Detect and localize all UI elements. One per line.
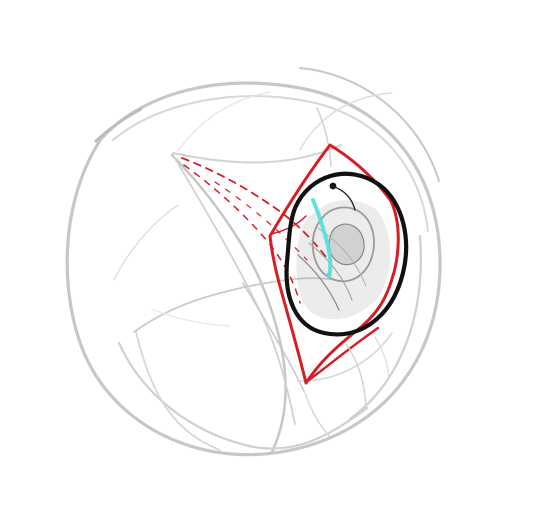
- red-lower-lid-line: [304, 326, 380, 384]
- iris-shadow-hatch-2: [308, 242, 353, 301]
- lower-socket-curve: [117, 341, 369, 450]
- iris-inner-ring: [311, 206, 375, 283]
- cyan-guide-line: [311, 198, 333, 278]
- iris-shadow-hatch-1: [297, 254, 340, 311]
- red-dashed-guide-bottom: [183, 164, 301, 304]
- faint-mark-3: [374, 336, 390, 379]
- front-face-curve: [170, 153, 287, 454]
- upper-right-guide: [299, 92, 393, 151]
- sphere-outline-stroke-1: [65, 81, 442, 457]
- sphere-left-overstroke: [94, 107, 143, 143]
- red-dashed-guide-top: [181, 157, 327, 258]
- upper-right-guide-2: [316, 107, 332, 167]
- faint-mark-1: [345, 343, 367, 410]
- faint-mark-4: [151, 308, 231, 327]
- cyan-guide-group: [311, 198, 333, 278]
- sphere-outline-stroke-2: [112, 95, 429, 232]
- horizontal-mid-curve: [133, 277, 337, 333]
- iris-group: [284, 171, 409, 337]
- lid-arc-lower: [172, 154, 296, 425]
- red-dashed-guide-center: [214, 181, 308, 261]
- pupil-shape: [328, 223, 365, 266]
- iris-dark-hook: [331, 185, 356, 211]
- faint-mark-2: [304, 392, 331, 438]
- black-iris-outline: [284, 171, 409, 337]
- faint-left-curve: [113, 204, 179, 281]
- construction-sphere-group: [65, 67, 442, 457]
- red-eye-outline: [268, 143, 400, 385]
- red-guides-group: [181, 157, 327, 304]
- cyan-guide-dot: [326, 272, 332, 278]
- sphere-top-overstroke: [299, 67, 440, 182]
- sphere-outline-stroke-3: [348, 234, 422, 421]
- lid-arc-upper: [172, 144, 342, 164]
- inner-construction-group: [113, 91, 393, 454]
- faint-top-curve: [177, 91, 271, 152]
- center-vertical-curve: [242, 282, 305, 392]
- cheek-curve: [135, 331, 221, 451]
- faint-sketch-marks: [151, 308, 390, 438]
